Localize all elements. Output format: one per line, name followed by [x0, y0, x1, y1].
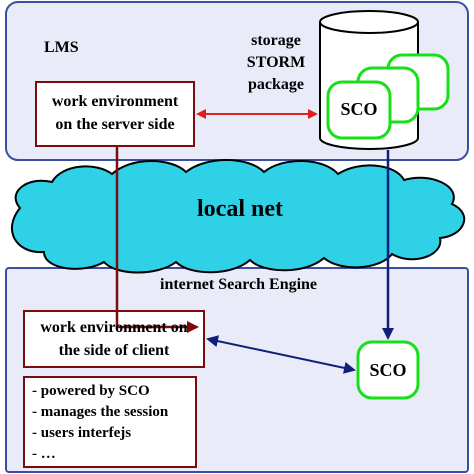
- storage-label-line2: STORM: [246, 54, 306, 71]
- feature-item: - manages the session: [32, 404, 169, 420]
- server-to-client-arrow: [115, 147, 199, 333]
- feature-item: - powered by SCO: [32, 383, 150, 399]
- client-box-line2: the side of client: [58, 342, 170, 359]
- sco-card-front: [326, 80, 392, 140]
- storage-label: storage STORM package: [236, 30, 316, 96]
- server-box-line2: on the server side: [55, 116, 175, 133]
- lms-title: LMS: [44, 39, 79, 56]
- features-list: - powered by SCO - manages the session -…: [32, 381, 168, 465]
- storage-label-line3: package: [248, 76, 304, 93]
- local-net-cloud: [10, 159, 465, 274]
- server-work-environment-box: [35, 81, 195, 147]
- client-work-environment-box: [23, 310, 205, 368]
- server-box-text: work environment on the server side: [36, 90, 194, 136]
- client-box-text: work environment on the side of client: [24, 316, 204, 362]
- features-box: [23, 376, 197, 468]
- feature-item: - users interfejs: [32, 425, 132, 441]
- client-sco-box: [356, 340, 420, 400]
- server-box-line1: work environment: [51, 93, 179, 110]
- client-panel-title: internet Search Engine: [160, 276, 318, 293]
- storage-label-line1: storage: [251, 32, 301, 49]
- local-net-label: local net: [197, 196, 283, 222]
- storage-sco-label: SCO: [340, 99, 378, 119]
- client-to-sco-arrow: [206, 335, 356, 374]
- feature-item: - …: [32, 446, 56, 462]
- client-sco-label: SCO: [369, 360, 407, 380]
- client-box-line1: work environment on: [40, 319, 188, 336]
